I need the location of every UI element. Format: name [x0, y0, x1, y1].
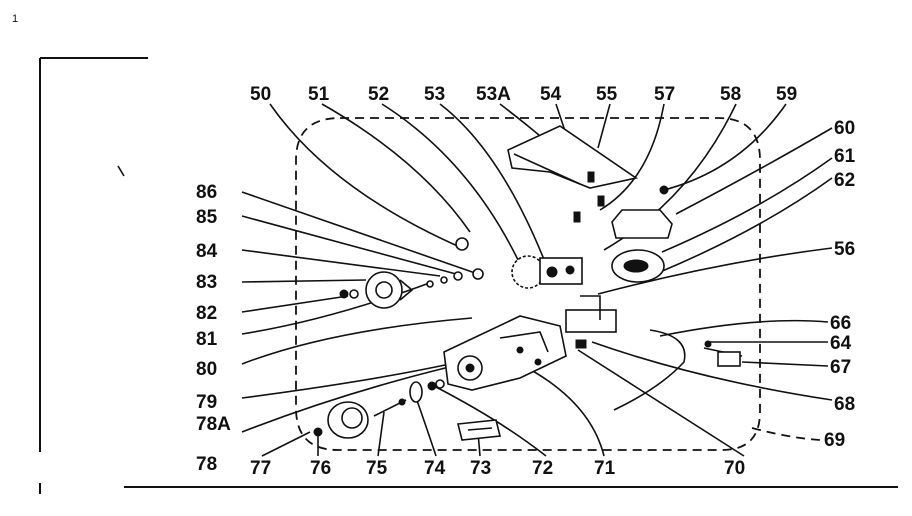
label-60: 60 [834, 118, 855, 139]
label-58: 58 [720, 84, 741, 105]
label-86: 86 [196, 182, 217, 203]
screw-part [587, 171, 595, 183]
bracket-part [611, 209, 673, 239]
label-85: 85 [196, 207, 218, 228]
label-54: 54 [540, 84, 562, 105]
motor-core [623, 259, 649, 273]
label-50: 50 [250, 84, 271, 105]
label-74: 74 [424, 458, 446, 479]
label-70: 70 [724, 458, 745, 479]
label-61: 61 [834, 146, 856, 167]
label-59: 59 [776, 84, 797, 105]
label-62: 62 [834, 170, 855, 191]
label-79: 79 [196, 392, 217, 413]
assembly-boundary [295, 117, 761, 451]
label-51: 51 [308, 84, 330, 105]
switch-part [565, 309, 617, 333]
label-56: 56 [834, 239, 855, 260]
label-69: 69 [824, 430, 845, 451]
label-71: 71 [594, 458, 616, 479]
label-72: 72 [532, 458, 553, 479]
label-76: 76 [310, 458, 331, 479]
washer-part [339, 289, 349, 299]
label-64: 64 [830, 333, 852, 354]
ring-part [409, 381, 423, 403]
boundary-tail [751, 427, 821, 441]
label-55: 55 [596, 84, 618, 105]
label-78: 78 [196, 454, 217, 475]
label-52: 52 [368, 84, 389, 105]
label-66: 66 [830, 313, 851, 334]
clip-part [455, 237, 469, 251]
screw-part-59 [659, 185, 669, 195]
label-83: 83 [196, 272, 217, 293]
page-frame: 1 [12, 13, 898, 494]
cover-part [507, 125, 638, 189]
label-53a: 53A [476, 84, 511, 105]
label-67: 67 [830, 357, 851, 378]
screw-part-c [597, 195, 605, 207]
label-68: 68 [834, 394, 855, 415]
screw-part-76 [313, 427, 323, 437]
label-84: 84 [196, 241, 218, 262]
label-57: 57 [654, 84, 675, 105]
label-80: 80 [196, 359, 217, 380]
label-82: 82 [196, 303, 217, 324]
label-81: 81 [196, 329, 218, 350]
label-77: 77 [250, 458, 271, 479]
label-73: 73 [470, 458, 491, 479]
shaft-part [539, 257, 583, 285]
screw-part-b [573, 211, 581, 223]
plug-part [717, 351, 741, 367]
label-78a: 78A [196, 414, 231, 435]
label-75: 75 [366, 458, 388, 479]
label-53: 53 [424, 84, 445, 105]
stray-mark [117, 165, 125, 177]
nut-part [427, 381, 437, 391]
corner-mark: 1 [12, 13, 18, 25]
cord-part [613, 329, 686, 411]
plate-part [457, 419, 501, 441]
housing-part [443, 315, 567, 391]
parts [313, 125, 743, 441]
part-labels: 50 51 52 53 53A 54 55 57 58 59 60 61 62 … [196, 84, 856, 479]
